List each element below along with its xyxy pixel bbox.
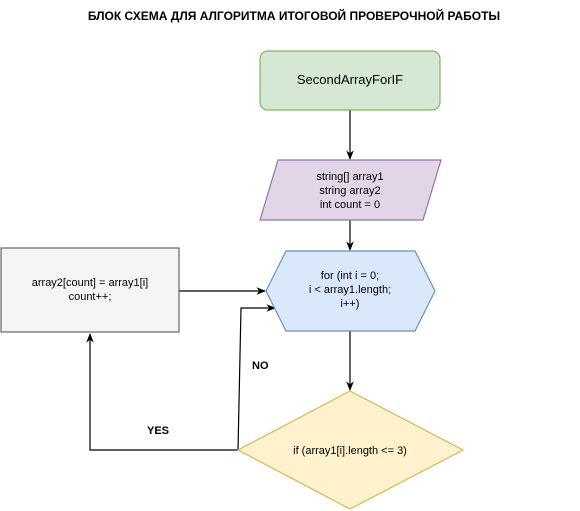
loop-line-2: i < array1.length; (309, 284, 391, 296)
declare-line-1: string[] array1 (316, 171, 383, 183)
declare-shape (259, 159, 442, 221)
start-shape (259, 50, 441, 111)
start-label: SecondArrayForIF (297, 72, 403, 87)
edge-label-no: NO (252, 360, 269, 372)
loop-line-3: i++) (341, 298, 360, 310)
edge-no-to-loop (237, 304, 276, 451)
node-loop: for (int i = 0; i < array1.length; i++) (265, 250, 436, 332)
diagram-title: БЛОК СХЕМА ДЛЯ АЛГОРИТМА ИТОГОВОЙ ПРОВЕР… (88, 8, 500, 23)
loop-shape (265, 250, 436, 332)
loop-line-1: for (int i = 0; (321, 270, 379, 282)
edge-yes-to-action (86, 333, 238, 451)
declare-line-3: int count = 0 (320, 199, 380, 211)
node-condition: if (array1[i].length <= 3) (236, 390, 465, 510)
declare-line-2: string array2 (319, 185, 380, 197)
edge-label-yes: YES (147, 425, 169, 437)
condition-shape (236, 390, 465, 510)
node-start: SecondArrayForIF (259, 50, 441, 111)
condition-label: if (array1[i].length <= 3) (293, 445, 407, 457)
action-line-1: array2[count] = array1[i] (32, 277, 148, 289)
node-action: array2[count] = array1[i] count++; (0, 247, 180, 333)
node-declare: string[] array1 string array2 int count … (259, 159, 442, 221)
action-shape (0, 247, 180, 333)
action-line-2: count++; (69, 291, 112, 303)
